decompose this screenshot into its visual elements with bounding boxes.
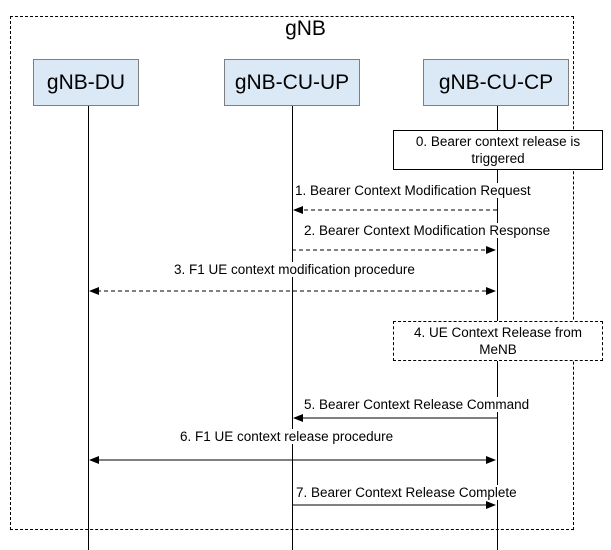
label-m6: 6. F1 UE context release procedure	[180, 429, 394, 444]
label-m5: 5. Bearer Context Release Command	[304, 397, 530, 412]
lifeline-gnb-du	[88, 106, 89, 550]
entity-gnb-cu-cp: gNB-CU-CP	[423, 59, 569, 106]
gnb-title: gNB	[285, 17, 326, 40]
entity-gnb-cu-up: gNB-CU-UP	[224, 59, 360, 106]
label-m2: 2. Bearer Context Modification Response	[304, 223, 551, 238]
lifeline-gnb-cu-up	[292, 106, 293, 550]
label-m7: 7. Bearer Context Release Complete	[296, 485, 517, 500]
entity-gnb-du: gNB-DU	[33, 59, 139, 106]
label-m1: 1. Bearer Context Modification Request	[295, 183, 531, 198]
note-step0: 0. Bearer context release is triggered	[393, 130, 603, 170]
label-m3: 3. F1 UE context modification procedure	[174, 262, 415, 277]
note-step4: 4. UE Context Release from MeNB	[393, 321, 603, 361]
